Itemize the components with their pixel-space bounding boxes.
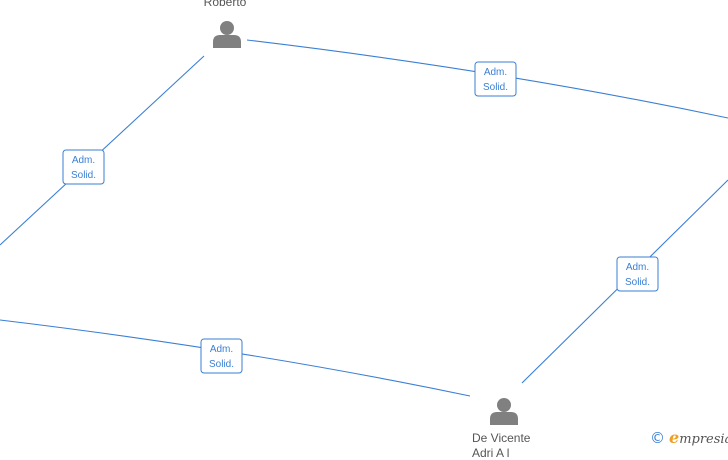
node-name-bottom[interactable]: De Vicente [472, 431, 531, 445]
edge-label-right-bottom[interactable]: Adm. Solid. [616, 256, 659, 292]
node-subname-bottom: Adri A l [472, 446, 510, 460]
edge-label-line1: Adm. [210, 344, 233, 355]
edge-label-top-right[interactable]: Adm. Solid. [474, 61, 517, 97]
copyright-icon: © [650, 428, 665, 447]
edge-label-left-bottom[interactable]: Adm. Solid. [200, 338, 243, 374]
brand-logo-text: mpresia [679, 432, 728, 447]
node-name-top[interactable]: Roberto [203, 0, 247, 9]
brand-logo-initial: e [669, 428, 680, 447]
edge-label-line2: Solid. [209, 359, 234, 370]
edge-label-line1: Adm. [72, 155, 95, 166]
person-icon[interactable] [213, 21, 241, 48]
edge-label-line1: Adm. [626, 262, 649, 273]
brand-logo: empresia [669, 428, 728, 447]
edge-label-line1: Adm. [484, 67, 507, 78]
edge-label-top-left[interactable]: Adm. Solid. [62, 149, 105, 185]
person-icon[interactable] [490, 398, 518, 425]
edge-label-line2: Solid. [483, 82, 508, 93]
edge-label-line2: Solid. [71, 170, 96, 181]
relationship-graph: Adm. Solid. Adm. Solid. Adm. Solid. Adm.… [0, 21, 728, 425]
edge-label-line2: Solid. [625, 277, 650, 288]
watermark: © empresia [650, 428, 728, 447]
